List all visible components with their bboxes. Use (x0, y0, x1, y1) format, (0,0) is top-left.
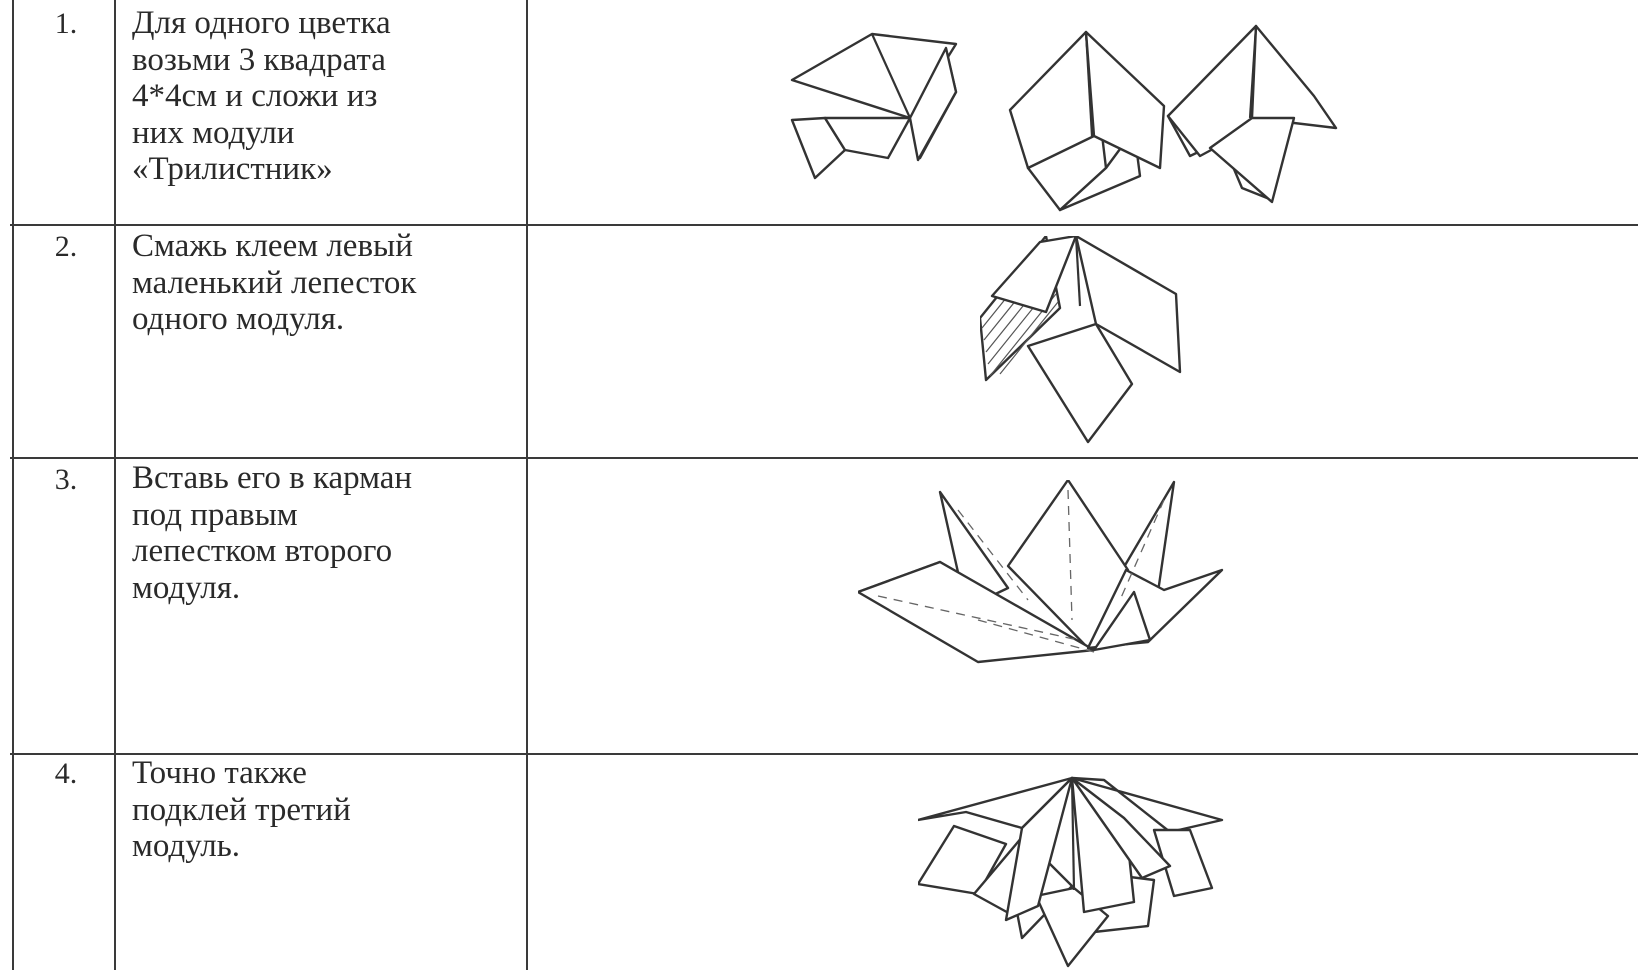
step-text-line: лепестком второго (132, 533, 512, 570)
step-description: Точно также подклей третий модуль. (132, 755, 512, 865)
step-text-line: Смажь клеем левый (132, 228, 512, 265)
step-text-line: возьми 3 квадрата (132, 42, 512, 79)
row-divider-1 (10, 224, 1638, 226)
text-column-divider (526, 0, 528, 970)
step-text-line: одного модуля. (132, 301, 512, 338)
step-description: Смажь клеем левый маленький лепесток одн… (132, 228, 512, 338)
step-description: Вставь его в карман под правым лепестком… (132, 460, 512, 606)
glued-module-icon (980, 236, 1200, 446)
step-text-line: них модули (132, 115, 512, 152)
finished-flower-icon (918, 770, 1238, 970)
step-number: 1. (26, 6, 106, 42)
step-text-line: маленький лепесток (132, 265, 512, 302)
table-left-border (12, 0, 14, 970)
step-number: 4. (26, 756, 106, 792)
step-text-line: «Трилистник» (132, 151, 512, 188)
number-column-divider (114, 0, 116, 970)
two-joined-modules-icon (858, 480, 1238, 680)
step-text-line: Вставь его в карман (132, 460, 512, 497)
step-number: 2. (26, 229, 106, 265)
step-text-line: модуля. (132, 570, 512, 607)
row-divider-2 (10, 457, 1638, 459)
step-text-line: Точно также (132, 755, 512, 792)
step-text-line: Для одного цветка (132, 5, 512, 42)
step-text-line: под правым (132, 497, 512, 534)
step-number: 3. (26, 462, 106, 498)
step-text-line: 4*4см и сложи из (132, 78, 512, 115)
three-trefoil-modules-icon (780, 18, 1380, 218)
step-text-line: модуль. (132, 828, 512, 865)
step-description: Для одного цветка возьми 3 квадрата 4*4с… (132, 5, 512, 188)
step-text-line: подклей третий (132, 792, 512, 829)
